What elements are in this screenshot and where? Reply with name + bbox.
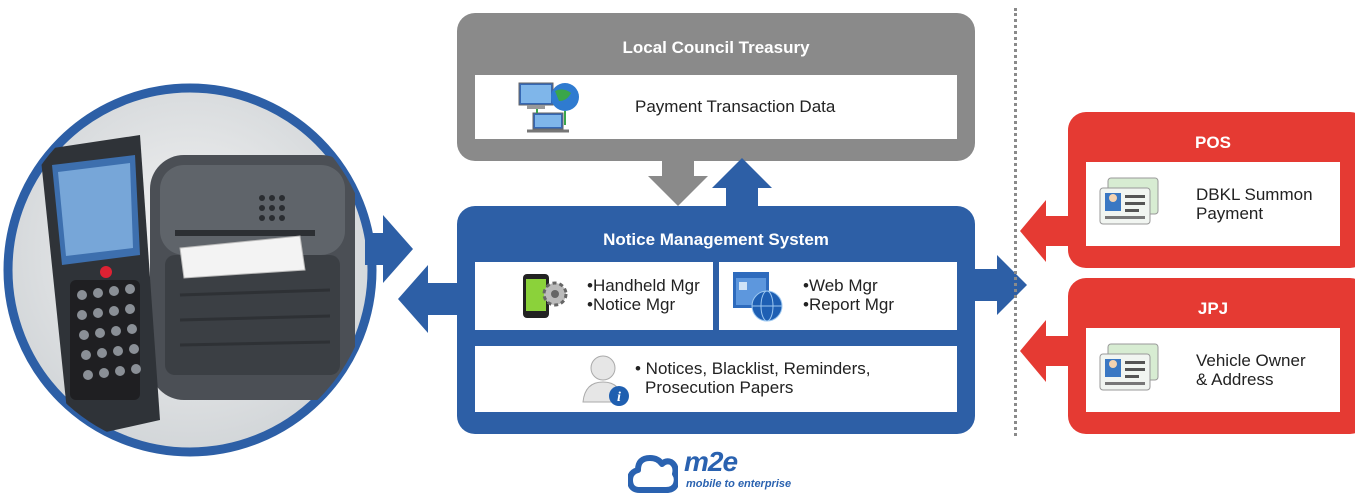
logo-name: m2e xyxy=(684,446,738,477)
divider xyxy=(1014,8,1017,436)
jpj-data-box: Vehicle Owner & Address xyxy=(1086,328,1340,412)
arrow-up-to-treasury xyxy=(712,158,772,208)
user-info-icon: i xyxy=(581,352,631,413)
treasury-panel: Local Council Treasury Payment Transacti… xyxy=(457,13,975,161)
handheld-gear-icon xyxy=(519,272,571,327)
jpj-data-label: Vehicle Owner & Address xyxy=(1196,351,1306,389)
jpj-line-2: & Address xyxy=(1196,370,1274,389)
device-photo-icon xyxy=(3,83,377,457)
handheld-mgr-list: •Handheld Mgr •Notice Mgr xyxy=(587,276,700,314)
payment-data-label: Payment Transaction Data xyxy=(635,97,836,116)
arrow-to-nms xyxy=(365,215,413,283)
web-mgr-item: •Web Mgr xyxy=(803,276,878,295)
id-card-icon xyxy=(1098,176,1160,233)
jpj-line-1: Vehicle Owner xyxy=(1196,351,1306,370)
id-card-icon xyxy=(1098,342,1160,399)
network-computers-icon xyxy=(515,79,585,140)
web-globe-icon xyxy=(731,270,787,329)
nms-title: Notice Management System xyxy=(603,230,829,249)
notices-line-1: • Notices, Blacklist, Reminders, xyxy=(635,359,871,378)
cloud-logo-icon xyxy=(628,455,678,493)
handheld-mgr-item: •Handheld Mgr xyxy=(587,276,700,295)
web-mgr-list: •Web Mgr •Report Mgr xyxy=(803,276,894,314)
arrow-to-external xyxy=(975,255,1027,315)
pos-data-label: DBKL Summon Payment xyxy=(1196,185,1313,223)
pos-line-1: DBKL Summon xyxy=(1196,185,1313,204)
notice-mgr-item: •Notice Mgr xyxy=(587,295,676,314)
payment-data-box: Payment Transaction Data xyxy=(475,75,957,139)
arrow-from-pos xyxy=(1020,200,1070,262)
svg-text:i: i xyxy=(617,390,621,405)
notices-box: i • Notices, Blacklist, Reminders, Prose… xyxy=(475,346,957,412)
notices-line-2: Prosecution Papers xyxy=(645,378,794,397)
arrow-from-jpj xyxy=(1020,320,1070,382)
jpj-title: JPJ xyxy=(1197,299,1229,318)
device-photo xyxy=(0,80,380,460)
pos-line-2: Payment xyxy=(1196,204,1264,223)
report-mgr-item: •Report Mgr xyxy=(803,295,894,314)
pos-data-box: DBKL Summon Payment xyxy=(1086,162,1340,246)
handheld-mgr-box: •Handheld Mgr •Notice Mgr xyxy=(475,262,713,330)
m2e-logo: m2e mobile to enterprise xyxy=(628,446,791,498)
notices-list: • Notices, Blacklist, Reminders, Prosecu… xyxy=(635,359,871,397)
logo-tagline: mobile to enterprise xyxy=(686,478,792,490)
arrow-down-to-nms xyxy=(648,160,708,206)
pos-panel: POS DBKL Summon Payment xyxy=(1068,112,1355,268)
treasury-title: Local Council Treasury xyxy=(622,38,810,57)
pos-title: POS xyxy=(1195,133,1231,152)
nms-panel: Notice Management System •Handheld Mgr •… xyxy=(457,206,975,434)
jpj-panel: JPJ Vehicle Owner & Address xyxy=(1068,278,1355,434)
web-mgr-box: •Web Mgr •Report Mgr xyxy=(719,262,957,330)
arrow-to-device xyxy=(398,265,460,333)
